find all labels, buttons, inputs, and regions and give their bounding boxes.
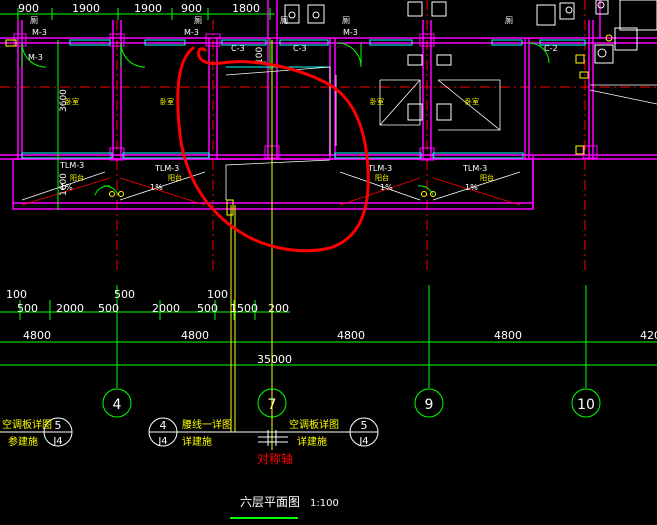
top-dim-5: 1800 — [232, 2, 260, 15]
detail-ref-mid: 4 J4 腰线一详图 详建施 — [148, 417, 232, 448]
balcony-drain-lines — [21, 177, 521, 206]
detail-label: 详建施 — [297, 435, 327, 448]
detail-label: 腰线一详图 — [182, 418, 232, 431]
slope-label: 1% — [150, 183, 163, 192]
dim-small-6: 2000 — [152, 302, 180, 315]
door-tag: M-3 — [32, 28, 47, 37]
detail-sheet: J4 — [52, 436, 62, 447]
dim-small-3: 2000 — [56, 302, 84, 315]
detail-ref-left: 5 J4 空调板详图 参建施 — [0, 417, 73, 448]
door-tag: M-3 — [28, 53, 43, 62]
dim-small-2: 500 — [17, 302, 38, 315]
dimension-chain-bays — [0, 341, 657, 366]
room-label: 卧室 — [370, 97, 384, 106]
vertical-dim: 1600 — [59, 173, 69, 196]
window-tag: C-3 — [293, 44, 307, 53]
detail-number: 5 — [361, 419, 368, 432]
top-dim-1: 900 — [18, 2, 39, 15]
sliding-door-tag: TLM-3 — [154, 164, 179, 173]
balcony-label: 阳台 — [375, 173, 389, 182]
slope-label: 1% — [380, 183, 393, 192]
door-tag: M-3 — [184, 28, 199, 37]
axis-label-4: 4 — [113, 397, 122, 413]
slope-label: 1% — [60, 183, 73, 192]
door-label: 厕 — [505, 16, 513, 25]
windows — [21, 39, 586, 159]
dim-small-10: 200 — [268, 302, 289, 315]
dim-small-7: 500 — [197, 302, 218, 315]
slope-label: 1% — [465, 183, 478, 192]
axis-bubbles — [102, 388, 601, 418]
sliding-door-tag: TLM-3 — [462, 164, 487, 173]
door-swings — [21, 42, 550, 196]
yellow-marks — [5, 34, 613, 216]
vertical-dim: 3600 — [59, 89, 69, 112]
detail-label: 详建施 — [182, 435, 212, 448]
detail-sheet: J4 — [358, 436, 368, 447]
axis-label-10: 10 — [577, 397, 595, 413]
detail-number: 4 — [160, 419, 167, 432]
drawing-title: 六层平面图 — [240, 495, 300, 509]
dim-bay-1: 4800 — [23, 329, 51, 342]
room-hatch-lines — [21, 66, 657, 201]
balcony-label: 阳台 — [70, 173, 84, 182]
sliding-door-tag: TLM-3 — [367, 164, 392, 173]
detail-ref-right: 5 J4 空调板详图 详建施 — [231, 417, 379, 448]
room-label: 卧室 — [65, 97, 79, 106]
door-label: 厕 — [280, 16, 288, 25]
dim-bay-4: 4800 — [494, 329, 522, 342]
sliding-door-tag: TLM-3 — [59, 161, 84, 170]
door-label: 厕 — [30, 16, 38, 25]
top-dim-2: 1900 — [72, 2, 100, 15]
fixtures — [284, 0, 657, 121]
dim-small-1: 100 — [6, 288, 27, 301]
top-dimension-chain — [0, 8, 275, 20]
dim-bay-5: 420 — [640, 329, 657, 342]
vertical-dim: 100 — [255, 47, 265, 64]
door-label: 厕 — [342, 16, 350, 25]
dim-small-8: 100 — [207, 288, 228, 301]
markup-circle-annotation[interactable] — [176, 46, 370, 253]
balcony-label: 阳台 — [480, 173, 494, 182]
dim-small-4: 500 — [98, 302, 119, 315]
detail-label: 空调板详图 — [289, 418, 339, 431]
dim-bay-3: 4800 — [337, 329, 365, 342]
room-label: 卧室 — [465, 97, 479, 106]
detail-label: 参建施 — [8, 435, 38, 448]
dim-small-5: 500 — [114, 288, 135, 301]
detail-sheet: J4 — [157, 436, 167, 447]
symmetry-marker — [258, 430, 288, 446]
room-label: 卧室 — [160, 97, 174, 106]
balcony-label: 阳台 — [168, 173, 182, 182]
door-tag: M-3 — [343, 28, 358, 37]
drawing-scale: 1:100 — [310, 498, 339, 509]
dim-bay-2: 4800 — [181, 329, 209, 342]
axis-label-9: 9 — [425, 397, 434, 413]
window-tag: C-3 — [231, 44, 245, 53]
window-tag: C-2 — [544, 44, 558, 53]
building-walls — [0, 0, 657, 210]
detail-number: 5 — [55, 419, 62, 432]
top-dim-4: 900 — [181, 2, 202, 15]
dim-small-9: 1500 — [230, 302, 258, 315]
overall-dimension: 35000 — [257, 353, 292, 366]
top-dim-3: 1900 — [134, 2, 162, 15]
detail-label: 空调板详图 — [2, 418, 52, 431]
symmetry-axis-label: 对称轴 — [257, 451, 293, 466]
door-label: 厕 — [194, 16, 202, 25]
